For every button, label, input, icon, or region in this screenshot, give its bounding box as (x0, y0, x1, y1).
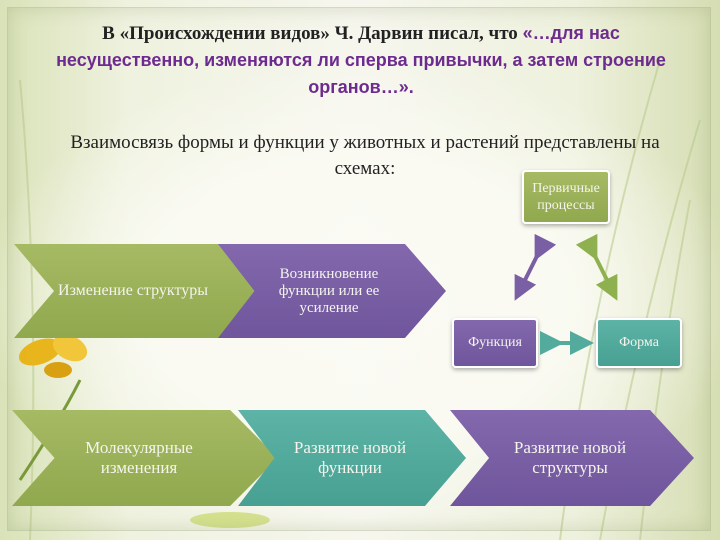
arrow-processes-form (592, 250, 612, 290)
scheme2-step3-label: Развитие новой структуры (496, 438, 644, 478)
scheme2-step1-label: Молекулярные изменения (58, 438, 220, 478)
scheme2-step2-label: Развитие новой функции (282, 438, 418, 478)
arrow-processes-function (520, 250, 540, 290)
